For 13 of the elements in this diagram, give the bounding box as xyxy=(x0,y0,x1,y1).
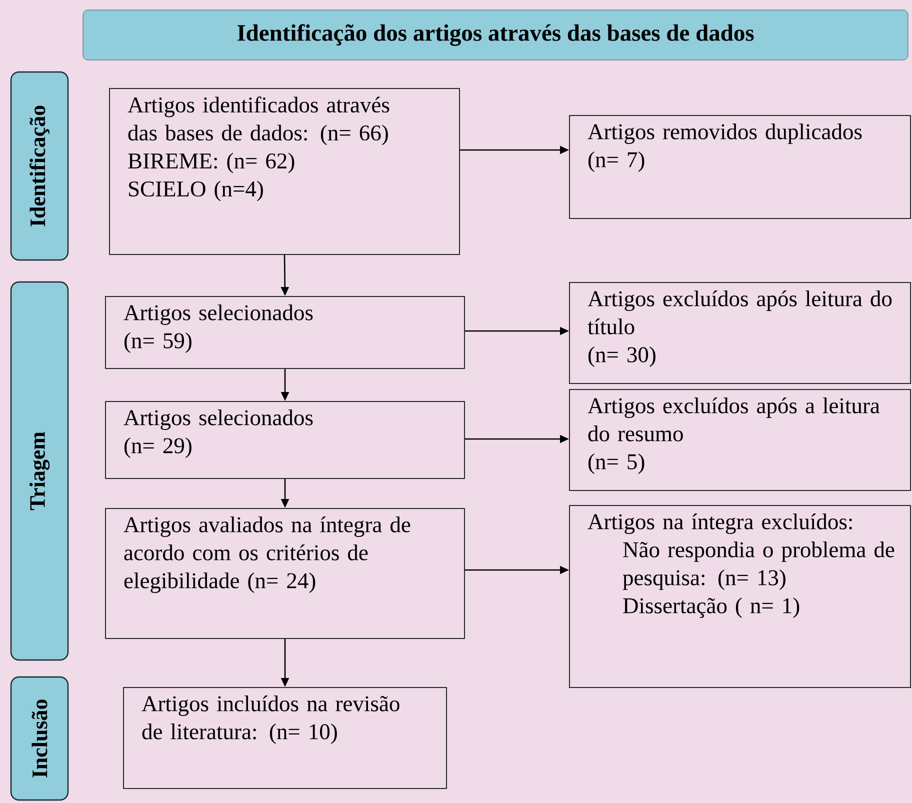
process-box: Artigos avaliados na íntegra de acordo com os critérios de elegibilidade (n= 24) xyxy=(105,508,465,639)
stage-band: Inclusão xyxy=(10,676,69,801)
stage-band: Triagem xyxy=(10,281,69,661)
process-box: Artigos selecionados (n= 59) xyxy=(105,296,465,369)
process-box: Artigos na íntegra excluídos: Não respondia o problema de pesquisa: (n= 13) Dissertação ( n= 1) xyxy=(569,505,911,688)
process-box: Artigos incluídos na revisão de literatura: (n= 10) xyxy=(123,687,447,789)
process-box: Artigos identificados através das bases de dados: (n= 66) BIREME: (n= 62) SCIELO (n=4) xyxy=(109,88,460,255)
stage-band: Identificação xyxy=(10,71,69,261)
process-box: Artigos excluídos após leitura do título (n= 30) xyxy=(569,282,911,384)
process-box: Artigos excluídos após a leitura do resumo (n= 5) xyxy=(569,389,911,491)
process-box: Artigos removidos duplicados (n= 7) xyxy=(569,115,911,219)
process-box: Artigos selecionados (n= 29) xyxy=(105,401,465,479)
header-band: Identificação dos artigos através das bases de dados xyxy=(82,10,908,60)
